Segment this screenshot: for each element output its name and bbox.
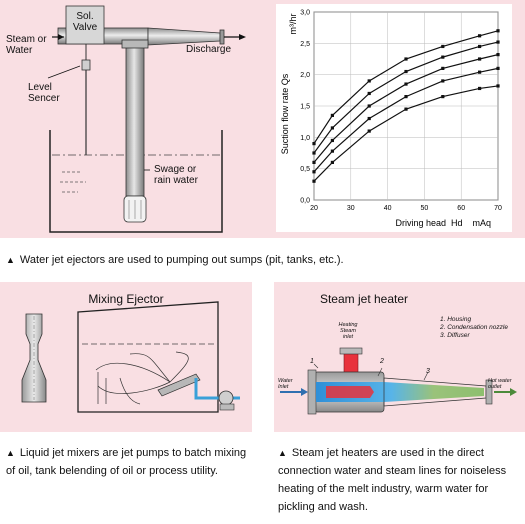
series-point (478, 57, 482, 61)
label-hot-water-outlet: Hot water outlet (488, 378, 512, 390)
legend-diffuser: 3. Diffuser (440, 332, 470, 339)
chart-y-unit: m³/hr (288, 14, 298, 35)
series-point (441, 55, 445, 59)
series-point (496, 84, 500, 88)
series-point (367, 104, 371, 108)
series-point (478, 70, 482, 74)
label-water-inlet: Water Inlet (278, 378, 293, 390)
x-tick-label: 20 (310, 205, 318, 212)
legend-housing: 1. Housing (440, 316, 472, 323)
series-point (330, 160, 334, 164)
y-tick-label: 3,0 (300, 10, 310, 17)
series-point (367, 91, 371, 96)
series-point (367, 116, 371, 121)
x-tick-label: 60 (457, 205, 465, 212)
series-point (496, 53, 500, 57)
mixing-ejector-title: Mixing Ejector (88, 292, 164, 306)
level-sensor (81, 59, 91, 71)
mixing-ejector-panel (0, 282, 252, 432)
series-point (478, 34, 482, 38)
y-tick-label: 2,5 (300, 41, 310, 48)
series-point (330, 126, 334, 130)
series-point (478, 44, 482, 49)
suction-flow-chart: 20 30 40 50 60 70 0,0 0,5 1,0 1,5 2,0 2,5 3,0 Suctio… (276, 4, 512, 232)
mixing-ejector-diagram (21, 301, 240, 413)
label-discharge: Discharge (186, 44, 232, 55)
label-steam-or-water: Steam or Water (6, 34, 47, 56)
chart-x-label: Driving head Hd mAq (395, 218, 491, 228)
series-point (478, 86, 482, 91)
label-swage-or-rain-water: Swage or rain water (154, 164, 198, 186)
label-heating-steam-inlet: Heating Steam inlet (338, 322, 358, 340)
x-tick-label: 30 (347, 205, 355, 212)
series-point (441, 44, 445, 49)
label-part-2: 2 (380, 358, 384, 365)
sol-valve-box (65, 5, 105, 45)
steam-jet-heater-title: Steam jet heater (319, 292, 409, 306)
y-tick-label: 0,5 (300, 166, 310, 173)
mixing-nozzle (157, 373, 201, 397)
series-point (404, 82, 408, 86)
label-sol-valve: Sol. Valve (72, 11, 98, 33)
suction-pipe (125, 43, 145, 197)
series-point (496, 40, 500, 44)
series-point (404, 57, 408, 61)
label-part-3: 3 (426, 368, 430, 375)
x-tick-label: 40 (384, 205, 392, 212)
series-point (312, 179, 316, 183)
triangle-icon-steam: ▲ (278, 448, 287, 458)
steam-heater-legend: 1. Housing 2. Condensation nozzle 3. Dif… (440, 316, 508, 340)
legend-condensation-nozzle: 2. Condensation nozzle (440, 324, 508, 331)
label-part-1: 1 (310, 358, 314, 365)
series-point (312, 160, 316, 164)
series-point (330, 113, 334, 117)
series-point (312, 170, 316, 174)
y-tick-label: 1,0 (300, 135, 310, 142)
tank (49, 130, 223, 233)
chart-y-label: Suction flow rate Qs (280, 73, 290, 154)
series-point (367, 79, 371, 83)
triangle-icon-mixing: ▲ (6, 448, 15, 458)
series-point (496, 29, 500, 33)
level-sensor-leader (47, 65, 81, 79)
series-point (404, 95, 408, 99)
diffuser-cone (147, 27, 221, 46)
series-line (313, 30, 499, 144)
x-tick-label: 70 (494, 205, 502, 212)
y-tick-label: 0,0 (300, 198, 310, 205)
caption-water-jet: ▲Water jet ejectors are used to pumping … (6, 254, 344, 266)
series-point (441, 66, 445, 70)
series-line (313, 85, 499, 182)
mixing-tank (77, 301, 219, 413)
steam-inlet-pipe (343, 351, 359, 375)
series-point (441, 79, 445, 83)
series-point (312, 151, 316, 155)
series-point (330, 138, 334, 143)
label-level-sencer: Level Sencer (28, 82, 60, 104)
series-point (404, 107, 408, 111)
steam-jet-heater-diagram (280, 347, 517, 415)
caption-steam-jet-heater: ▲Steam jet heaters are used in the direc… (278, 447, 507, 513)
triangle-icon: ▲ (6, 255, 15, 265)
caption-mixing-ejector: ▲Liquid jet mixers are jet pumps to batc… (6, 447, 247, 477)
series-point (330, 149, 334, 153)
y-tick-label: 2,0 (300, 72, 310, 79)
series-point (312, 142, 316, 146)
y-tick-label: 1,5 (300, 104, 310, 111)
series-point (367, 129, 371, 133)
x-tick-label: 50 (421, 205, 429, 212)
pump (218, 390, 234, 406)
water-jet-ejector-diagram (47, 5, 246, 233)
series-point (496, 66, 500, 70)
series-point (404, 69, 408, 74)
series-point (441, 95, 445, 99)
